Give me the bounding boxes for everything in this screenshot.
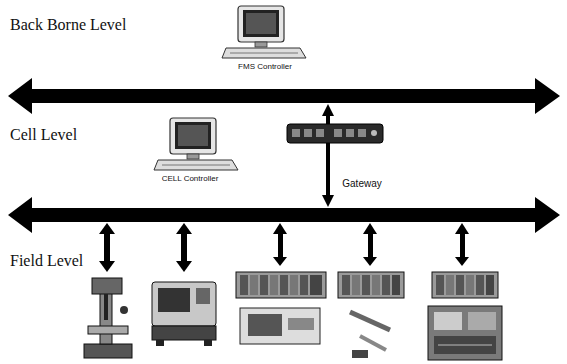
computer-icon bbox=[222, 6, 306, 58]
gateway-link bbox=[322, 104, 334, 207]
node-label: FMS Controller bbox=[238, 62, 292, 71]
plc-rack bbox=[236, 272, 326, 344]
plc-rack bbox=[338, 272, 404, 358]
cell-controller: CELL Controller bbox=[150, 114, 242, 186]
backbone-bus bbox=[8, 78, 560, 114]
level-label: Field Level bbox=[10, 252, 83, 270]
field-drop bbox=[99, 223, 469, 272]
machine-tool bbox=[152, 282, 216, 346]
machine-tool bbox=[84, 278, 132, 358]
field-bus bbox=[8, 197, 560, 233]
computer-icon bbox=[154, 118, 238, 170]
fms-controller: FMS Controller bbox=[220, 2, 310, 76]
gateway: Gateway bbox=[284, 120, 388, 190]
plc-rack bbox=[428, 272, 502, 360]
node-label: Gateway bbox=[342, 178, 381, 189]
level-label: Back Borne Level bbox=[10, 16, 126, 34]
gateway-device bbox=[287, 124, 383, 143]
level-label: Cell Level bbox=[10, 126, 77, 144]
node-label: CELL Controller bbox=[162, 174, 219, 183]
